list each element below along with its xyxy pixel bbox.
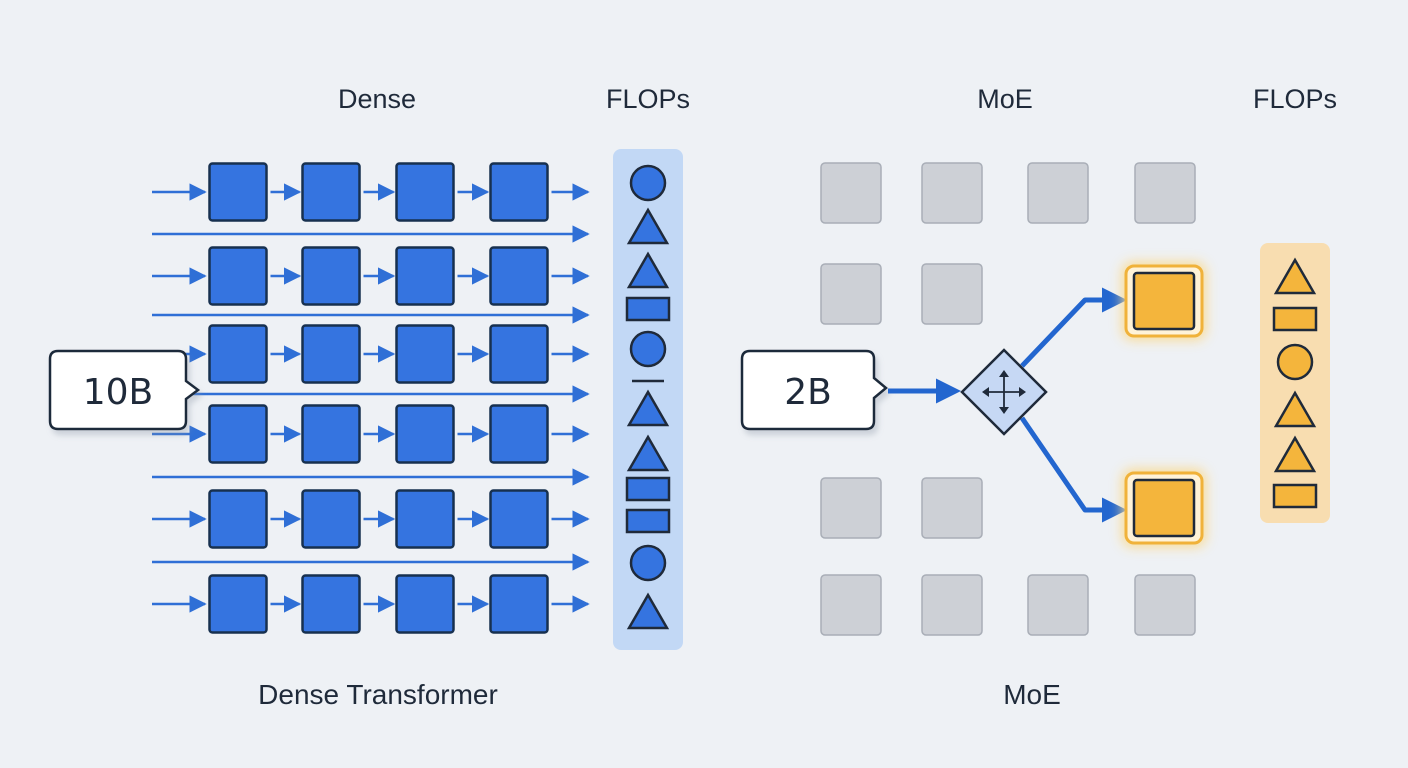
rectangle-icon <box>1272 483 1318 509</box>
dense-block <box>301 162 361 222</box>
dense-block <box>489 246 549 306</box>
dense-block-grid <box>152 162 590 634</box>
triangle-icon <box>626 389 670 427</box>
dense-block <box>395 324 455 384</box>
dense-block <box>208 246 268 306</box>
moe-flops-shapes <box>1272 257 1318 509</box>
inactive-expert <box>1027 574 1089 636</box>
dense-block <box>395 574 455 634</box>
dense-block <box>489 324 549 384</box>
inactive-expert <box>1134 162 1196 224</box>
dense-parameter-value: 10B <box>83 372 154 413</box>
moe-expert-grid <box>820 162 1196 636</box>
dense-block <box>395 489 455 549</box>
dense-block <box>489 162 549 222</box>
rectangle-icon <box>1272 306 1318 332</box>
triangle-icon <box>1273 390 1317 428</box>
inactive-expert <box>921 263 983 325</box>
rectangle-icon <box>625 296 671 322</box>
circle-icon <box>629 544 667 582</box>
dense-block <box>301 404 361 464</box>
circle-icon <box>629 164 667 202</box>
dense-block <box>208 404 268 464</box>
inactive-expert <box>820 162 882 224</box>
dense-parameter-callout <box>48 349 201 431</box>
triangle-icon <box>626 251 670 289</box>
dense-block <box>208 574 268 634</box>
dense-block <box>208 162 268 222</box>
dense-block <box>489 574 549 634</box>
triangle-icon <box>626 592 670 630</box>
dense-block <box>395 162 455 222</box>
triangle-icon <box>626 207 670 245</box>
moe-caption: MoE <box>1003 679 1061 710</box>
inactive-expert <box>921 574 983 636</box>
active-expert-top <box>1122 262 1206 340</box>
dense-flops-label: FLOPs <box>606 84 690 114</box>
dense-caption: Dense Transformer <box>258 679 498 710</box>
router-diamond-icon <box>960 348 1048 436</box>
dense-block <box>208 489 268 549</box>
triangle-icon <box>1273 257 1317 295</box>
dense-block <box>301 324 361 384</box>
moe-flops-label: FLOPs <box>1253 84 1337 114</box>
route-arrow-bottom <box>1019 416 1127 523</box>
inactive-expert <box>820 263 882 325</box>
dense-block <box>395 246 455 306</box>
inactive-expert <box>1134 574 1196 636</box>
moe-parameter-callout <box>740 349 888 431</box>
triangle-icon <box>626 434 670 472</box>
triangle-icon <box>1273 435 1317 473</box>
dense-block <box>489 404 549 464</box>
inactive-expert <box>1027 162 1089 224</box>
route-arrow-top <box>1020 287 1127 368</box>
rectangle-icon <box>625 508 671 534</box>
dense-flops-shapes <box>625 164 671 630</box>
inactive-expert <box>820 574 882 636</box>
dense-title: Dense <box>338 84 416 114</box>
inactive-expert <box>820 477 882 539</box>
dense-block <box>301 489 361 549</box>
dense-block <box>208 324 268 384</box>
moe-parameter-value: 2B <box>784 372 832 413</box>
inactive-expert <box>921 477 983 539</box>
rectangle-icon <box>625 476 671 502</box>
dense-block <box>489 489 549 549</box>
dense-block <box>301 574 361 634</box>
dense-block <box>395 404 455 464</box>
inactive-expert <box>921 162 983 224</box>
active-expert-bottom <box>1122 469 1206 547</box>
dense-block <box>301 246 361 306</box>
circle-icon <box>1276 343 1314 381</box>
circle-icon <box>629 330 667 368</box>
moe-title: MoE <box>977 84 1033 114</box>
